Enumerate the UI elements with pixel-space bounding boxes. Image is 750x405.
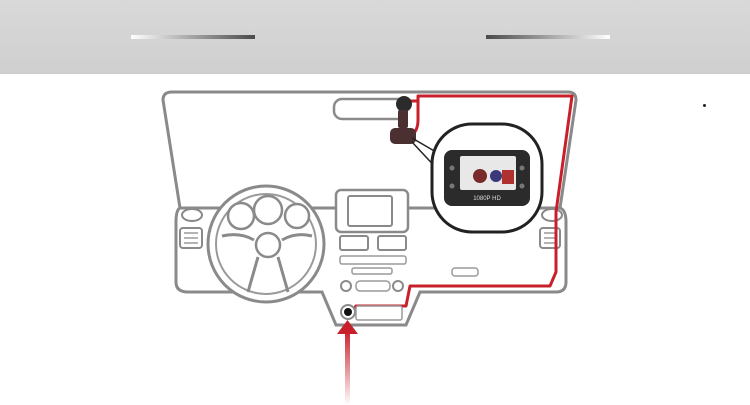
bullet-dot — [703, 104, 706, 107]
header-band — [0, 0, 750, 74]
steering-wheel-icon — [206, 184, 326, 304]
power-socket-icon — [340, 304, 403, 321]
left-vent — [179, 208, 203, 249]
arrow-up-icon — [337, 320, 358, 405]
center-console — [334, 188, 479, 292]
installation-diagram: 1080P HD — [161, 90, 578, 405]
right-vent — [539, 208, 563, 249]
header-divider-left — [131, 35, 255, 39]
rearview-mirror-icon — [332, 97, 408, 121]
dashcam-mount-icon — [390, 96, 416, 144]
header-divider-right — [486, 35, 610, 39]
resolution-label: 1080P HD — [473, 196, 501, 202]
dashcam-icon: 1080P HD — [430, 122, 544, 234]
callout-line-top — [411, 137, 437, 153]
